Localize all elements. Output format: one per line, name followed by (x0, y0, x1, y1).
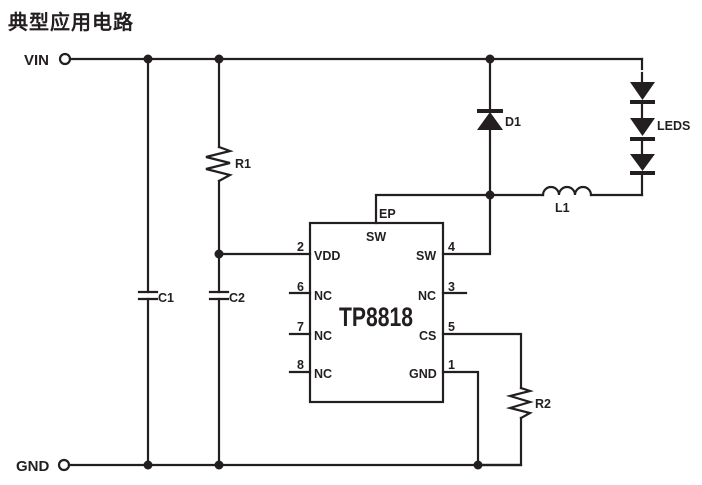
junction-dot (214, 54, 224, 64)
junction-dot (143, 460, 153, 470)
junction-dot (473, 460, 483, 470)
inductor-l1 (488, 185, 644, 197)
pin-number: 1 (448, 358, 455, 372)
led-3 (630, 154, 655, 171)
gnd-label: GND (16, 458, 50, 475)
pin-name: VDD (314, 249, 340, 263)
c2-label: C2 (229, 291, 245, 305)
pin-name: NC (314, 289, 332, 303)
pin-number: 4 (448, 240, 455, 254)
ep-label: EP (379, 207, 396, 221)
gnd-pin-wire (441, 370, 480, 467)
pin-number: 6 (297, 280, 304, 294)
vin-terminal (58, 52, 72, 66)
sw-wire (441, 193, 492, 256)
resistor-r1 (205, 57, 234, 294)
capacitor-c1 (137, 57, 159, 467)
d1-label: D1 (505, 115, 521, 129)
junction-dot (143, 54, 153, 64)
pin-number: 3 (448, 280, 455, 294)
diode-d1 (477, 57, 503, 197)
vin-label: VIN (24, 52, 49, 69)
l1-label: L1 (555, 201, 570, 215)
resistor-r2 (441, 332, 534, 467)
pin-number: 5 (448, 320, 455, 334)
pin-name: CS (419, 329, 436, 343)
led-1 (630, 82, 655, 100)
junctions (143, 54, 495, 470)
junction-dot (485, 54, 495, 64)
capacitor-c2 (208, 290, 230, 467)
r2-label: R2 (535, 397, 551, 411)
c1-label: C1 (158, 291, 174, 305)
junction-dot (485, 190, 495, 200)
pin-number: 7 (297, 320, 304, 334)
led-2 (630, 118, 655, 136)
gnd-rail (57, 458, 523, 472)
ep-wire (374, 193, 492, 225)
pin-number: 8 (297, 358, 304, 372)
pin-name: GND (409, 367, 437, 381)
pin-name: SW (416, 249, 436, 263)
ep-pin-name: SW (366, 230, 386, 244)
leds-label: LEDS (657, 119, 690, 133)
pin-name: NC (314, 329, 332, 343)
chip-name: TP8818 (339, 302, 413, 332)
pin-name: NC (314, 367, 332, 381)
r1-label: R1 (235, 157, 251, 171)
gnd-terminal (57, 458, 71, 472)
pin-name: NC (418, 289, 436, 303)
vin-rail (58, 52, 644, 71)
led-string (630, 71, 655, 197)
junction-dot (214, 249, 224, 259)
junction-dot (214, 460, 224, 470)
diagram-title: 典型应用电路 (8, 10, 134, 34)
pin-number: 2 (297, 240, 304, 254)
